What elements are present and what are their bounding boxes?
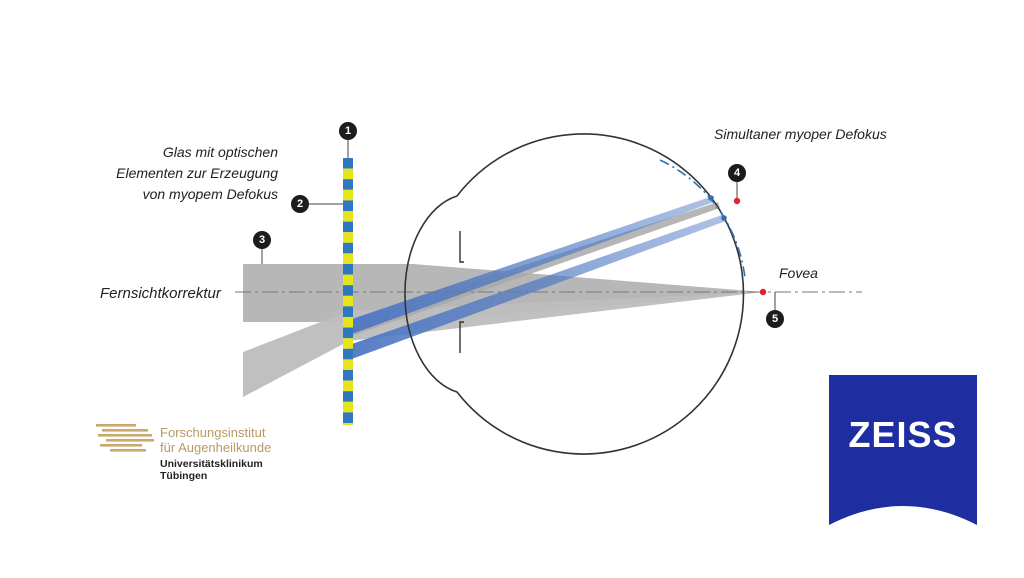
lens-segment [343,189,353,201]
simultaneous-defocus-label: Simultaner myoper Defokus [714,126,887,142]
zeiss-logo-shape [829,375,977,525]
lens-segment [343,338,353,349]
institute-name-line-4: Tübingen [160,470,208,482]
lens-segment [343,306,353,317]
lens-segment [343,317,353,328]
lens-strip [343,158,353,425]
lens-caption-line-3: von myopem Defokus [142,186,278,202]
institute-name-line-1: Forschungsinstitut [160,425,266,440]
defocus-arc [659,159,746,279]
lens-segment [343,200,353,211]
myopic-beam-upper [349,197,714,335]
retina-point-red [733,197,741,205]
lens-segment [343,158,353,169]
institute-name-line-2: für Augenheilkunde [160,440,272,455]
lens-segment [343,285,353,296]
lens-segment [343,370,353,381]
zeiss-wordmark: ZEISS [848,414,957,455]
lens-segment [343,327,353,339]
fovea-point-red [759,288,767,296]
lens-caption-line-2: Elementen zur Erzeugung [116,165,278,181]
lens-segment [343,211,353,222]
lens-caption: Glas mit optischen Elementen zur Erzeugu… [38,142,278,205]
marker-4: 4 [728,164,746,182]
institute-logo-mark [96,424,154,452]
lens-segment [343,401,353,413]
lens-segment [343,253,353,264]
lens-segment [343,179,353,190]
marker-2: 2 [291,195,309,213]
distance-correction-label: Fernsichtkorrektur [100,285,221,302]
pupil-lower [459,321,464,353]
lens-caption-line-1: Glas mit optischen [162,144,278,160]
lens-segment [343,168,353,180]
fovea-label: Fovea [779,265,818,281]
lens-segment [343,221,353,233]
lens-segment [343,295,353,307]
lens-segment [343,359,353,370]
marker-5: 5 [766,310,784,328]
lens-segment [343,391,353,402]
lens-segment [343,242,353,254]
marker-3: 3 [253,231,271,249]
lens-segment [343,412,353,423]
lens-segment [343,380,353,392]
myopic-focus-dot-lower [721,215,727,221]
pupil-upper [459,231,464,263]
lens-segment [343,348,353,360]
lens-segment [343,274,353,286]
myopic-gray-ray [349,202,720,337]
marker-1: 1 [339,122,357,140]
lens-segment [343,423,353,425]
zeiss-logo: ZEISS [829,375,977,525]
lens-segment [343,264,353,275]
myopic-focus-dot-upper [708,195,714,201]
institute-name-line-3: Universitätsklinikum [160,458,263,470]
eye-outline [404,133,745,455]
myopic-beam-lower [349,215,726,360]
lens-segment [343,232,353,243]
